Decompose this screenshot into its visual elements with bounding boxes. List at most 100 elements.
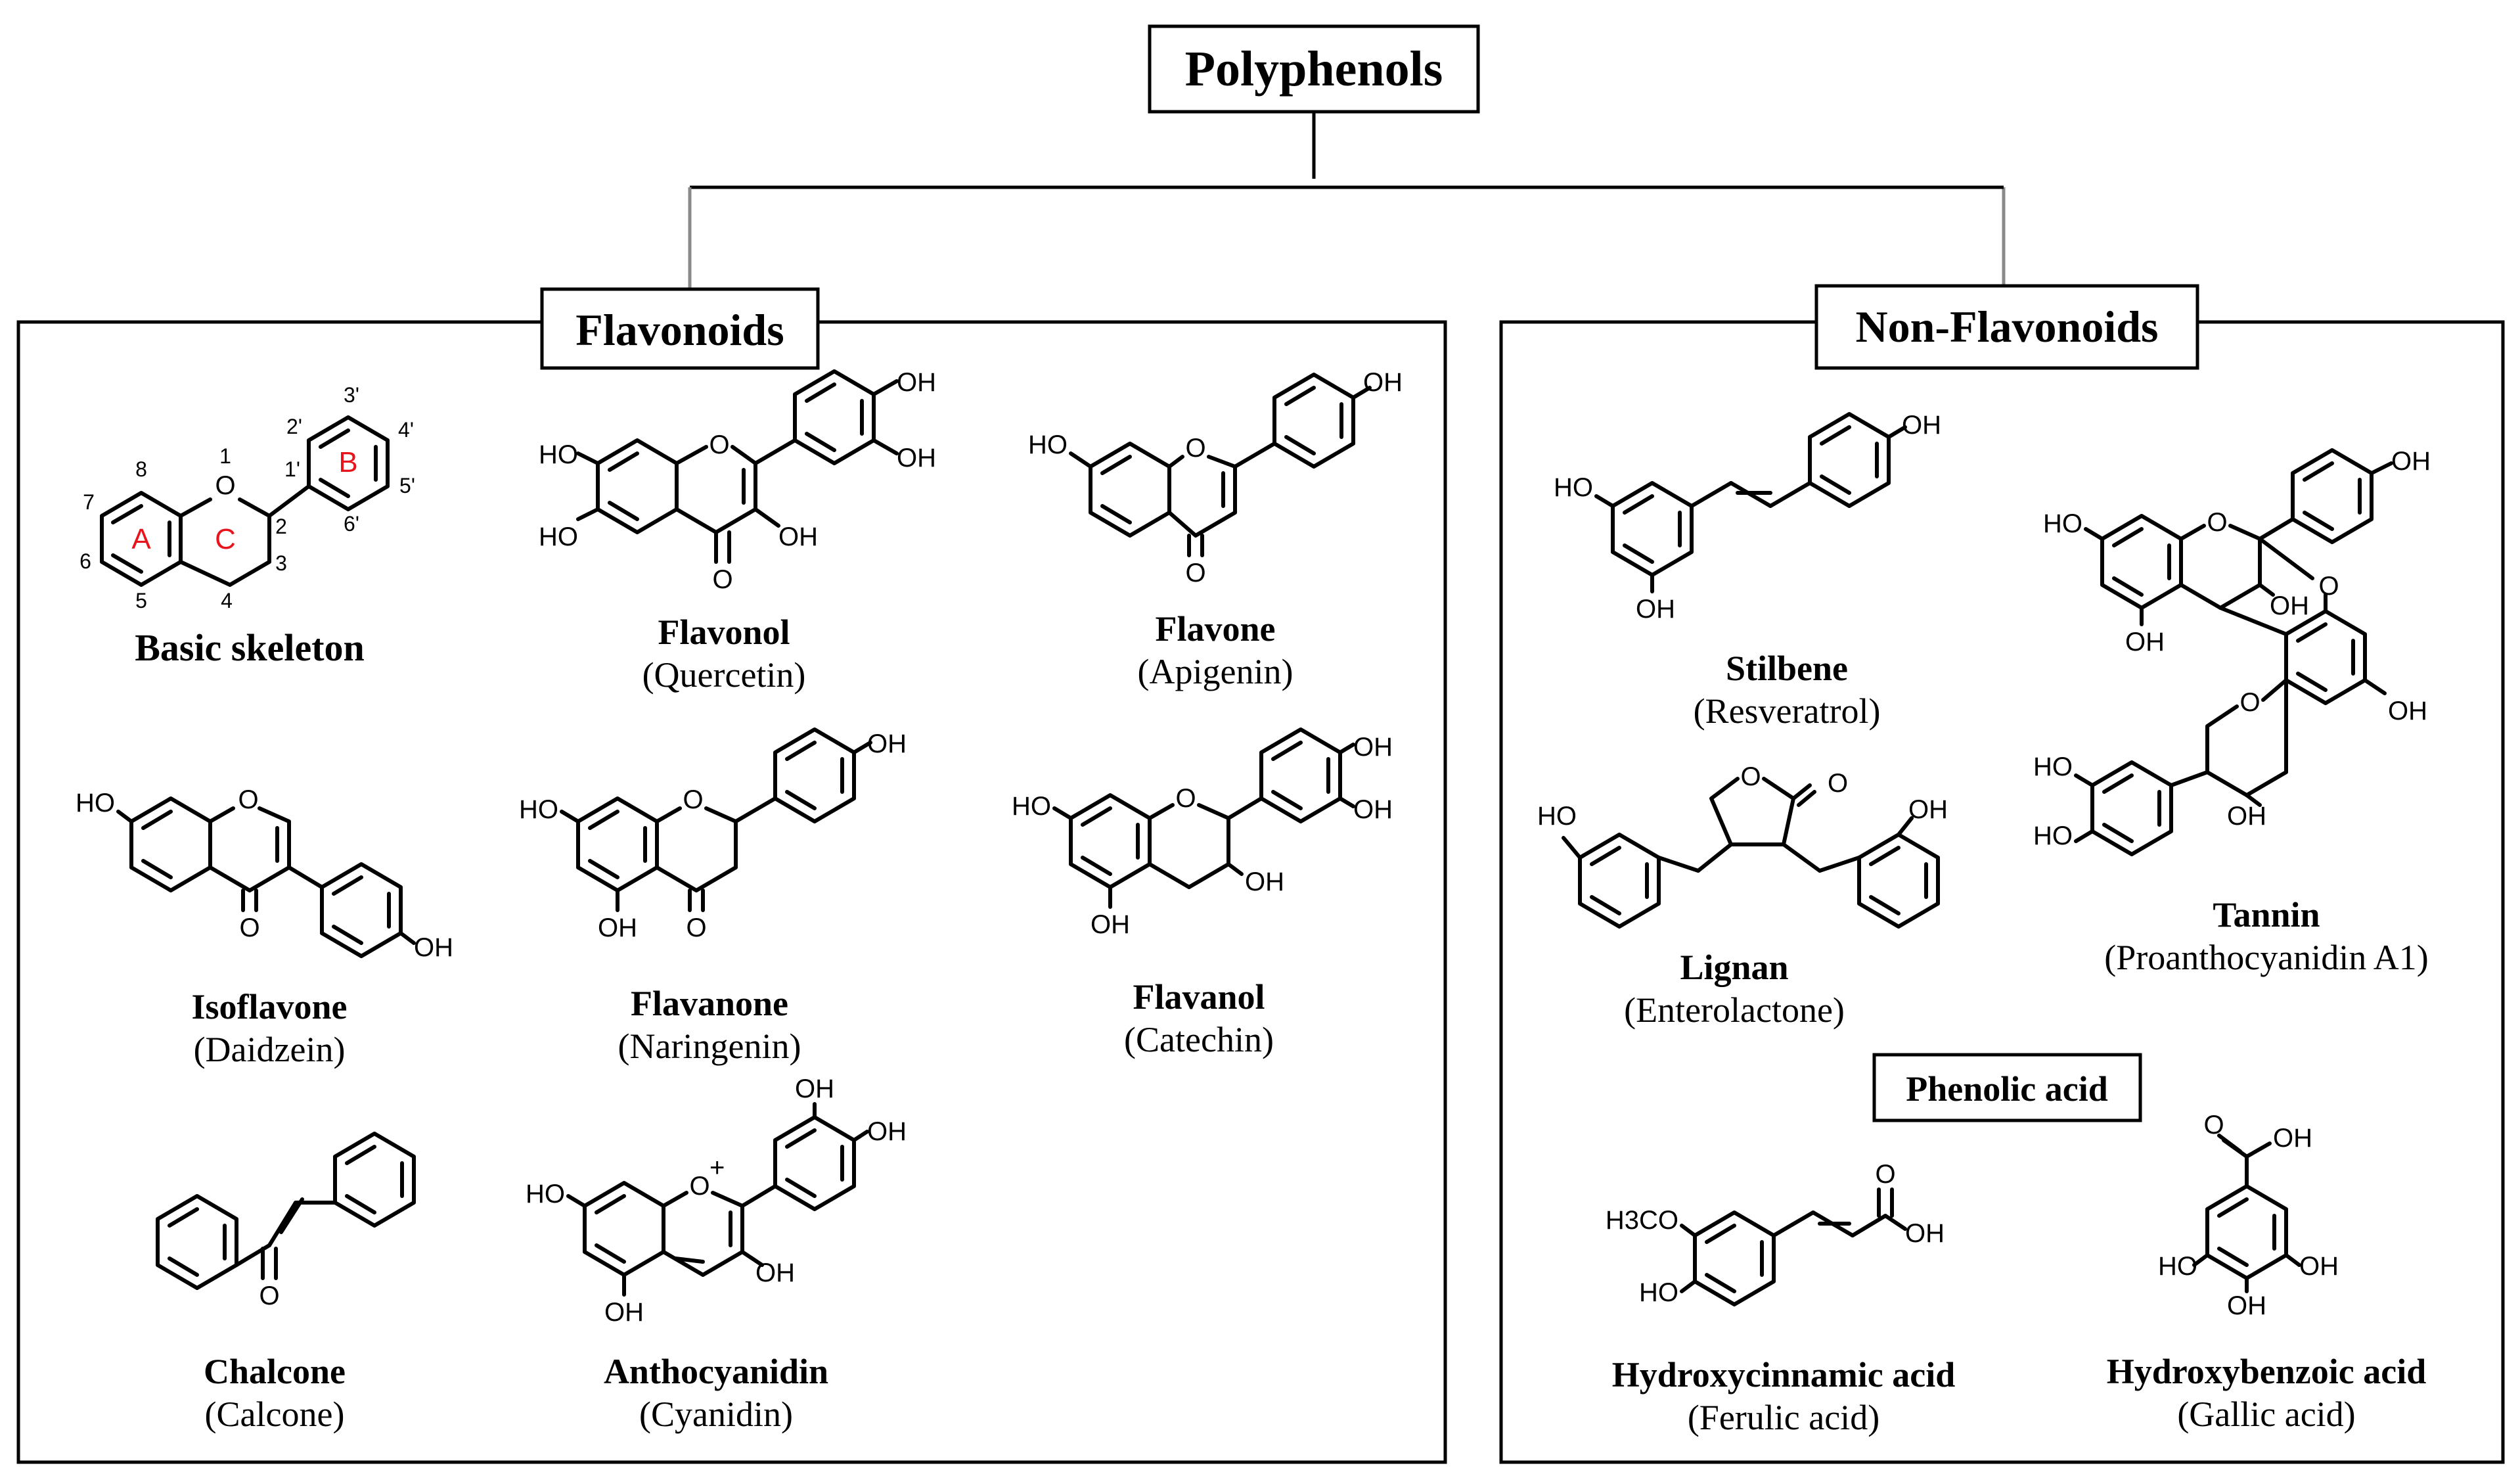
tannin-ho-7: HO xyxy=(2043,509,2082,538)
flavanone-structure xyxy=(560,727,872,912)
chalcone-class: Chalcone xyxy=(204,1352,346,1391)
anthocyanidin-plus: + xyxy=(709,1153,725,1182)
lignan-class: Lignan xyxy=(1680,948,1788,987)
skeleton-atom-o: O xyxy=(215,471,235,500)
isoflavone-example: (Daidzein) xyxy=(194,1030,346,1069)
isoflavone-oh-4prime: OH xyxy=(414,933,453,962)
flavone-class: Flavone xyxy=(1156,609,1276,649)
flavonol-example: (Quercetin) xyxy=(642,655,806,695)
tannin-o-upper-ring: O xyxy=(2207,508,2227,537)
root-node: Polyphenols xyxy=(1148,24,1480,114)
flavanone-class: Flavanone xyxy=(631,984,788,1023)
stilbene-example: (Resveratrol) xyxy=(1694,691,1881,731)
flavanol-oh-3prime: OH xyxy=(1353,733,1393,762)
tannin-structure xyxy=(2074,448,2393,856)
tannin-oh-upper-4prime: OH xyxy=(2391,447,2431,476)
flavanone-oh-4prime: OH xyxy=(867,729,907,758)
hydroxycinnamic-class: Hydroxycinnamic acid xyxy=(1612,1355,1956,1394)
skeleton-position-numbers: 1 2 3 4 5 6 7 8 1' 2' 3' 4' 5' 6' xyxy=(79,383,415,612)
position-7: 7 xyxy=(83,490,95,514)
stilbene-class: Stilbene xyxy=(1726,649,1848,688)
skeleton-ring-a-label: A xyxy=(131,523,151,555)
flavone-oh-4prime: OH xyxy=(1363,368,1403,397)
isoflavone-o-ring: O xyxy=(238,785,258,814)
flavanol-oh-5: OH xyxy=(1091,910,1130,939)
flavanol-class: Flavanol xyxy=(1133,977,1265,1017)
tannin-ho-lower-3prime: HO xyxy=(2033,752,2073,781)
anthocyanidin-oh-3: OH xyxy=(755,1258,795,1287)
gallic-ho-3: HO xyxy=(2158,1252,2197,1281)
tannin-example: (Proanthocyanidin A1) xyxy=(2104,938,2428,977)
tannin-oh-lower-5: OH xyxy=(2388,697,2427,725)
tannin-o-bridge: O xyxy=(2318,572,2339,601)
ferulic-ho: HO xyxy=(1639,1278,1678,1307)
flavonol-oh-3prime: OH xyxy=(897,368,936,397)
position-1prime: 1' xyxy=(284,457,300,481)
flavanol-oh-4prime: OH xyxy=(1353,795,1393,824)
ferulic-h3co: H3CO xyxy=(1606,1206,1678,1235)
tannin-ho-lower-4prime: HO xyxy=(2033,821,2073,850)
ferulic-o-keto: O xyxy=(1875,1160,1895,1189)
stilbene-oh-4prime: OH xyxy=(1902,411,1941,440)
tannin-o-lower-ring: O xyxy=(2239,688,2260,717)
skeleton-ring-c-label: C xyxy=(215,523,236,555)
isoflavone-class: Isoflavone xyxy=(191,987,347,1026)
position-3: 3 xyxy=(275,551,287,575)
flavonoids-label: Flavonoids xyxy=(575,305,784,355)
position-6prime: 6' xyxy=(344,512,359,536)
tannin-oh-upper-5: OH xyxy=(2125,628,2165,656)
position-6: 6 xyxy=(79,549,91,573)
flavonoids-node: Flavonoids xyxy=(540,287,820,370)
position-5: 5 xyxy=(135,589,147,612)
gallic-oh-acid: OH xyxy=(2273,1124,2312,1153)
anthocyanidin-class: Anthocyanidin xyxy=(604,1352,828,1391)
lignan-o-ring: O xyxy=(1740,762,1761,791)
hydroxycinnamic-acid-structure xyxy=(1680,1187,1907,1306)
lignan-oh-right: OH xyxy=(1908,795,1948,824)
flavonol-oh-3: OH xyxy=(778,522,818,551)
isoflavone-structure xyxy=(116,796,416,958)
gallic-oh-5: OH xyxy=(2299,1252,2339,1281)
anthocyanidin-oh-3prime: OH xyxy=(795,1074,834,1103)
stilbene-ho-3: HO xyxy=(1554,473,1593,502)
lignan-o-keto: O xyxy=(1828,769,1848,798)
ferulic-oh: OH xyxy=(1905,1219,1945,1248)
basic-skeleton-structure xyxy=(100,415,390,587)
hydroxybenzoic-example: (Gallic acid) xyxy=(2177,1394,2355,1434)
flavanol-example: (Catechin) xyxy=(1124,1020,1274,1059)
chalcone-structure xyxy=(156,1132,416,1290)
flavonol-class: Flavonol xyxy=(658,612,790,652)
position-8: 8 xyxy=(135,457,147,481)
flavonol-oh-4prime: OH xyxy=(897,444,936,472)
hierarchy-connectors xyxy=(688,112,2006,289)
flavanone-ho-7: HO xyxy=(519,795,558,824)
flavanol-oh-3: OH xyxy=(1245,867,1284,896)
stilbene-oh-5: OH xyxy=(1636,595,1675,624)
anthocyanidin-ho-7: HO xyxy=(526,1180,565,1209)
flavanol-structure xyxy=(1052,727,1355,909)
anthocyanidin-example: (Cyanidin) xyxy=(639,1394,793,1434)
tannin-oh-upper-3: OH xyxy=(2270,591,2309,620)
hydroxybenzoic-acid-structure xyxy=(2192,1134,2301,1293)
isoflavone-ho-7: HO xyxy=(76,789,115,818)
phenolic-acid-label: Phenolic acid xyxy=(1906,1069,2108,1109)
lignan-structure xyxy=(1562,777,1940,929)
position-4prime: 4' xyxy=(398,418,414,442)
position-4: 4 xyxy=(221,589,233,612)
flavanone-oh-5: OH xyxy=(598,913,637,942)
hydroxycinnamic-example: (Ferulic acid) xyxy=(1688,1398,1879,1437)
hydroxybenzoic-class: Hydroxybenzoic acid xyxy=(2107,1352,2427,1391)
flavonol-ho-6: HO xyxy=(539,522,578,551)
flavanone-o-keto: O xyxy=(686,913,706,942)
flavonol-ho-7: HO xyxy=(539,440,578,469)
gallic-o-keto: O xyxy=(2203,1111,2224,1140)
phenolic-acid-node: Phenolic acid xyxy=(1872,1053,2142,1122)
flavone-ho-7: HO xyxy=(1028,430,1068,459)
skeleton-title: Basic skeleton xyxy=(135,626,365,669)
flavanone-o-ring: O xyxy=(683,785,703,814)
skeleton-ring-b-label: B xyxy=(338,446,357,478)
flavonol-structure xyxy=(576,369,899,564)
position-2: 2 xyxy=(275,515,287,538)
position-2prime: 2' xyxy=(286,415,302,438)
